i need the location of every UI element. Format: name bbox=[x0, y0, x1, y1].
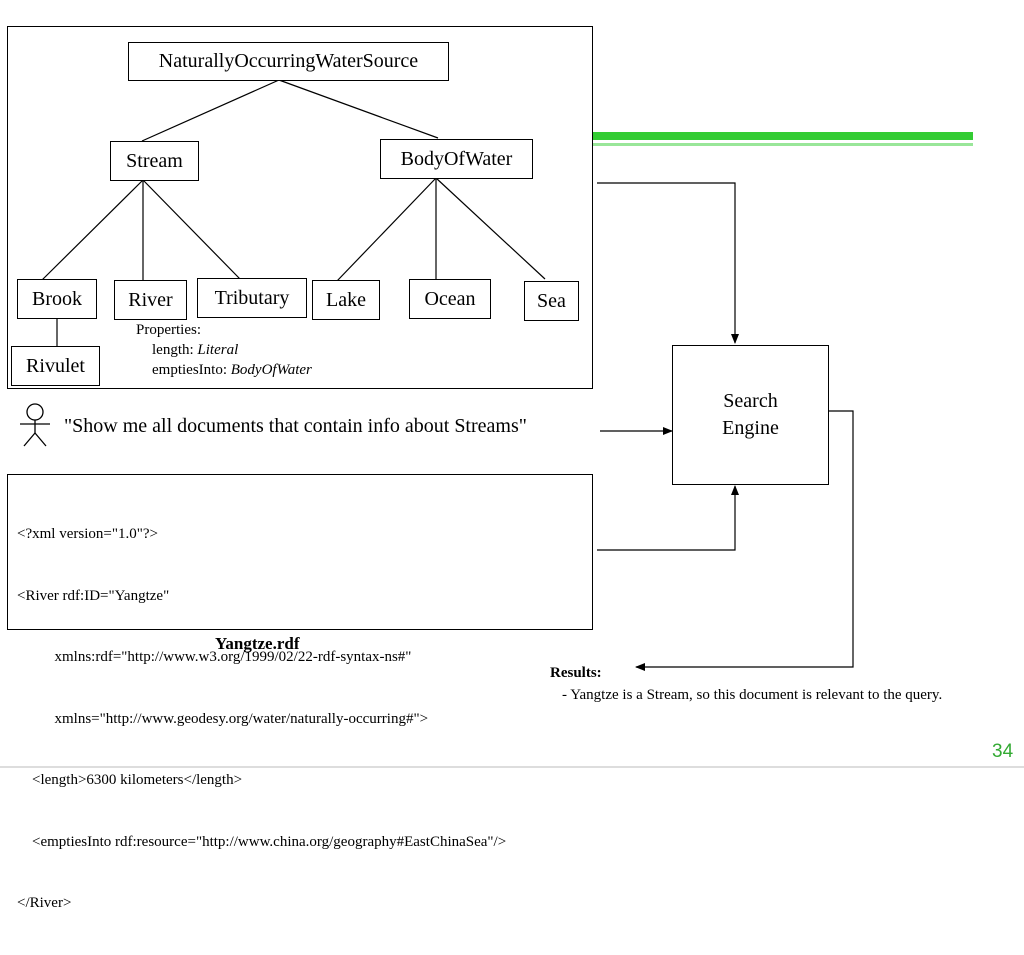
node-root: NaturallyOccurringWaterSource bbox=[128, 42, 449, 81]
accent-bar-thick bbox=[592, 132, 973, 140]
node-sea: Sea bbox=[524, 281, 579, 321]
node-rivulet: Rivulet bbox=[11, 346, 100, 386]
edge-stream-tributary bbox=[142, 179, 241, 280]
node-tributary: Tributary bbox=[197, 278, 307, 318]
river-properties: Properties: length: Literal emptiesInto:… bbox=[136, 320, 312, 380]
edge-bodyofwater-lake bbox=[336, 177, 437, 282]
rdf-code: <?xml version="1.0"?> <River rdf:ID="Yan… bbox=[17, 483, 506, 955]
node-brook: Brook bbox=[17, 279, 97, 319]
rdf-code-line: <length>6300 kilometers</length> bbox=[17, 772, 243, 788]
search-engine-box: Search Engine bbox=[672, 345, 829, 485]
user-icon bbox=[20, 403, 50, 447]
search-engine-line2: Engine bbox=[722, 417, 779, 439]
connector-lines bbox=[20, 79, 854, 671]
edge-stream-brook bbox=[39, 179, 144, 283]
file-caption: Yangtze.rdf bbox=[215, 634, 300, 653]
node-stream: Stream bbox=[110, 141, 199, 181]
rdf-code-line: xmlns:rdf="http://www.w3.org/1999/02/22-… bbox=[17, 649, 412, 665]
edge-root-stream bbox=[141, 79, 280, 142]
node-river: River bbox=[114, 280, 187, 320]
node-lake: Lake bbox=[312, 280, 380, 320]
rdf-code-line: <River rdf:ID="Yangtze" bbox=[17, 587, 170, 604]
edge-root-bodyofwater bbox=[278, 79, 439, 139]
page-number: 34 bbox=[992, 741, 1014, 762]
arrow-taxonomy-to-engine bbox=[597, 182, 739, 344]
results-text: - Yangtze is a Stream, so this document … bbox=[562, 687, 943, 703]
properties-heading: Properties: bbox=[136, 322, 201, 338]
results-title: Results: bbox=[550, 665, 602, 681]
property-length: length: Literal bbox=[136, 340, 312, 360]
property-length-type: Literal bbox=[197, 342, 239, 358]
property-length-label: length: bbox=[152, 342, 198, 358]
accent-bar-thin bbox=[592, 143, 973, 146]
property-empties-type: BodyOfWater bbox=[230, 362, 312, 378]
arrow-engine-to-results bbox=[635, 410, 854, 671]
rdf-code-line: xmlns="http://www.geodesy.org/water/natu… bbox=[17, 710, 429, 727]
rdf-code-line: <emptiesInto rdf:resource="http://www.ch… bbox=[17, 833, 507, 850]
arrow-rdf-to-engine bbox=[597, 485, 739, 551]
footer-divider bbox=[0, 766, 1024, 768]
user-query: "Show me all documents that contain info… bbox=[64, 415, 527, 437]
results: Results: - Yangtze is a Stream, so this … bbox=[550, 662, 942, 706]
taxonomy-frame bbox=[7, 26, 593, 389]
edge-bodyofwater-sea bbox=[435, 177, 546, 280]
node-ocean: Ocean bbox=[409, 279, 491, 319]
rdf-document-frame: <?xml version="1.0"?> <River rdf:ID="Yan… bbox=[7, 474, 593, 911]
node-bodyofwater: BodyOfWater bbox=[380, 139, 533, 179]
property-empties-into: emptiesInto: BodyOfWater bbox=[136, 360, 312, 380]
search-engine-line1: Search bbox=[723, 390, 778, 412]
property-empties-label: emptiesInto: bbox=[152, 362, 231, 378]
rdf-code-line: </River> bbox=[17, 895, 72, 911]
rdf-code-line: <?xml version="1.0"?> bbox=[17, 526, 158, 542]
